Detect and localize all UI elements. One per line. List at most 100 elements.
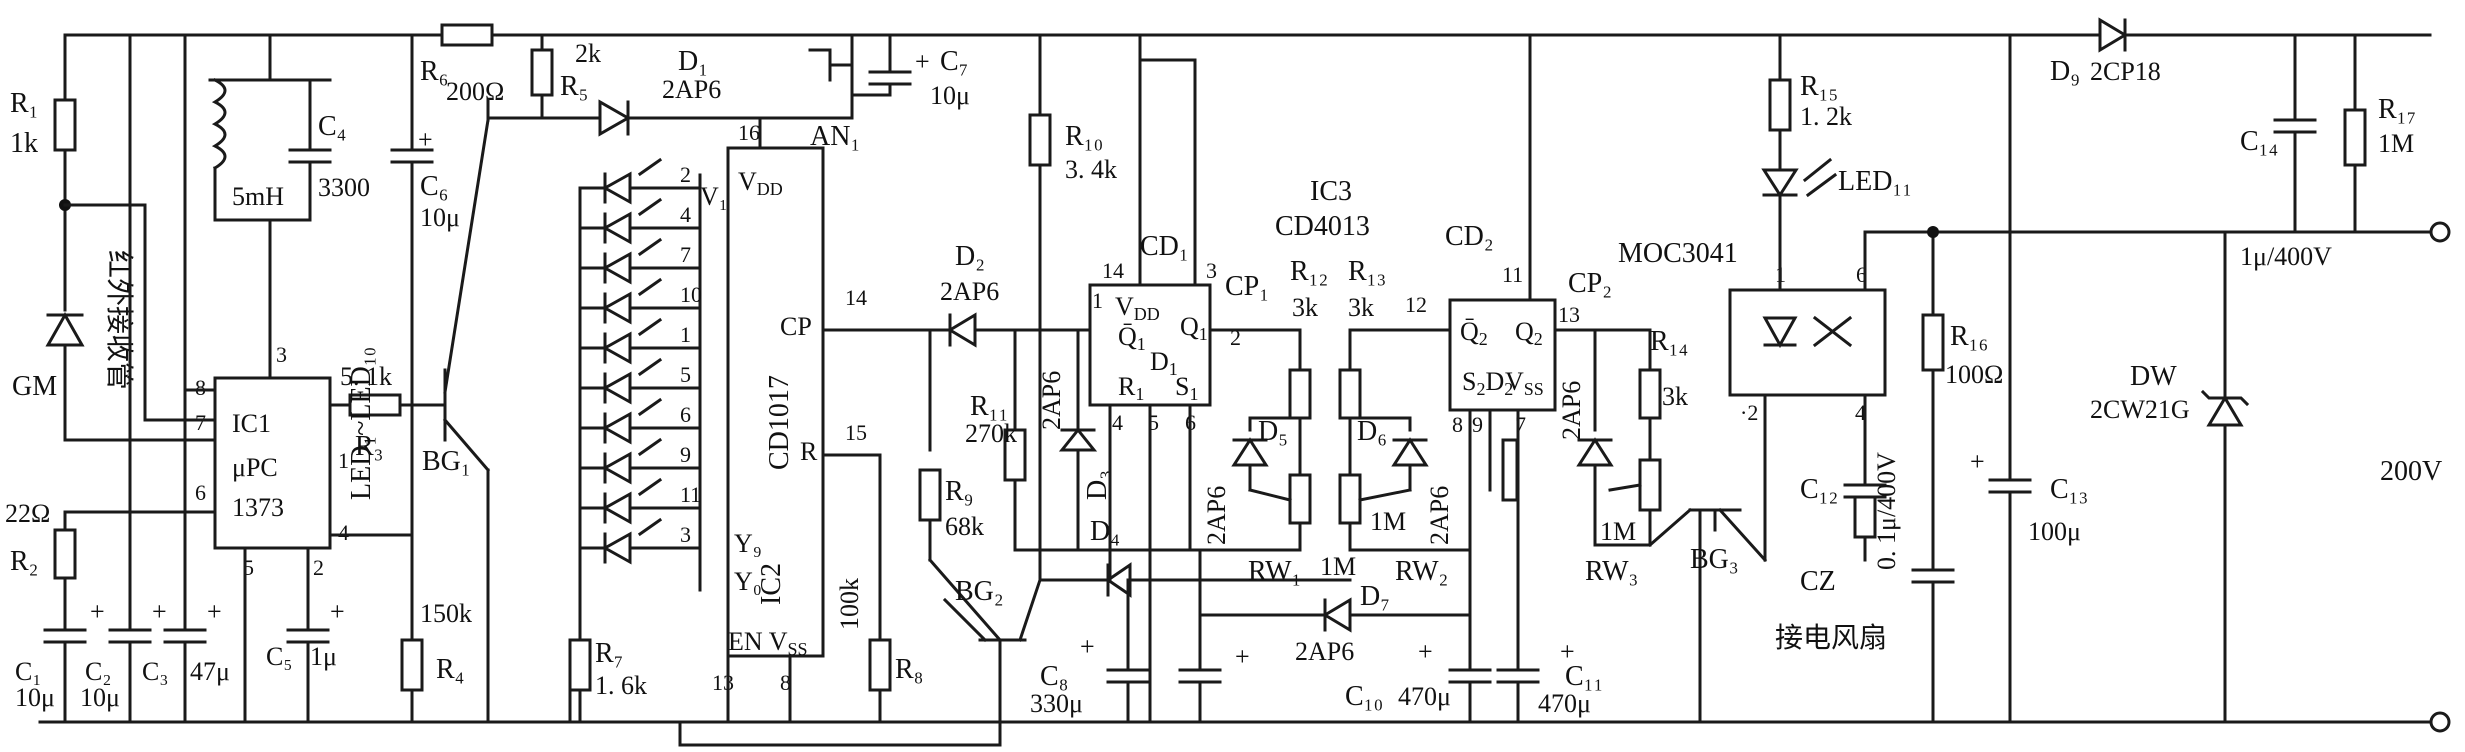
- l1-value: 5mH: [232, 182, 284, 211]
- c1-label: C₁: [15, 657, 41, 686]
- ic3-label: IC3: [1310, 176, 1352, 207]
- plus-c5: +: [330, 597, 345, 626]
- led-row: 9: [578, 437, 702, 485]
- led-pin-label: 1: [680, 322, 691, 347]
- r10-label: R₁₀: [1065, 121, 1103, 152]
- d6-label: D₆: [1357, 416, 1387, 447]
- d1-value: 2AP6: [662, 75, 721, 104]
- cd2-s2d2: S2D2: [1462, 367, 1513, 399]
- ic1-model-a: μPC: [232, 453, 278, 482]
- r4-resistor: [400, 638, 424, 692]
- moc-label: MOC3041: [1618, 238, 1738, 269]
- bg2-label: BG₂: [955, 576, 1004, 607]
- r6-resistor: [440, 23, 494, 47]
- terminal-bottom: [2429, 711, 2451, 733]
- ic1-pin4: 4: [338, 520, 349, 545]
- led-row: 4: [578, 197, 702, 245]
- r5-resistor: [530, 48, 554, 97]
- led-row: 1: [578, 317, 702, 365]
- d4-label: D₄: [1090, 516, 1120, 547]
- r15-resistor: [1768, 78, 1792, 132]
- led-pin-label: 11: [680, 482, 701, 507]
- gm-ir-receiver: [45, 311, 85, 347]
- r4-value: 150k: [420, 599, 472, 628]
- d7-label: D₇: [1360, 581, 1390, 612]
- d6-value: 2AP6: [1425, 486, 1454, 545]
- led-diode: [601, 531, 632, 565]
- r3-value: 5. 1k: [340, 362, 392, 391]
- c6-value: 10μ: [420, 203, 460, 232]
- led-diode: [601, 251, 632, 285]
- d2-diode: [947, 312, 977, 348]
- ic2-cp: CP: [780, 312, 812, 341]
- r7-value: 1. 6k: [595, 671, 647, 700]
- c2-label: C₂: [85, 657, 111, 686]
- ic2-pin14: 14: [845, 285, 867, 310]
- r17-value: 1M: [2378, 129, 2414, 158]
- led11-label: LED₁₁: [1838, 166, 1912, 197]
- r15-value: 1. 2k: [1800, 102, 1852, 131]
- c10-label: C₁₀: [1345, 681, 1383, 712]
- led-row: 10: [578, 277, 702, 325]
- fan-label: 接电风扇: [1775, 621, 1887, 654]
- r17-label: R₁₇: [2378, 94, 2416, 125]
- d9-diode: [2098, 17, 2128, 53]
- led-diode: [601, 171, 632, 205]
- l1-inductor: [211, 77, 227, 171]
- bg1-label: BG₁: [422, 446, 471, 477]
- gm-label: GM: [12, 371, 57, 402]
- c3-label: C₃: [142, 657, 168, 686]
- led-diode: [601, 411, 632, 445]
- ic1-pin1: 1: [338, 448, 349, 473]
- led-row: 3: [578, 517, 702, 565]
- voltage-label: 200V: [2380, 456, 2442, 487]
- c8-value: 330μ: [1030, 689, 1083, 718]
- led-diode: [601, 211, 632, 245]
- cd1-pin5: 5: [1148, 410, 1159, 435]
- d3-label: D₃: [1082, 470, 1113, 500]
- d6-diode: [1391, 437, 1429, 467]
- r5-label: R₅: [560, 71, 588, 102]
- r13-value: 3k: [1348, 293, 1374, 322]
- moc-pin2: ·2: [1740, 400, 1758, 425]
- rw2-pot: [1338, 473, 1362, 525]
- r12-resistor: [1288, 368, 1312, 420]
- r2-value: 22Ω: [5, 499, 50, 528]
- led-diode: [601, 491, 632, 525]
- dw-label: DW: [2130, 361, 2177, 392]
- rw2-value: 1M: [1370, 507, 1406, 536]
- r1-label: R₁: [10, 88, 38, 119]
- d2-label: D₂: [955, 241, 985, 272]
- cd2-pin8: 8: [1452, 412, 1463, 437]
- led-pin-label: 3: [680, 522, 691, 547]
- d7-value: 2AP6: [1295, 637, 1354, 666]
- plus-c10: +: [1418, 637, 1433, 666]
- d3-diode: [1058, 427, 1098, 452]
- cd2-pin13: 13: [1558, 302, 1580, 327]
- dw-value: 2CW21G: [2090, 395, 2190, 424]
- r7-resistor: [568, 638, 592, 692]
- ic1-model-b: 1373: [232, 493, 284, 522]
- moc-pin6: 6: [1856, 262, 1867, 287]
- c6-label: C₆: [420, 171, 448, 202]
- ic1-pin3: 3: [276, 342, 287, 367]
- ic1-pin5: 5: [243, 555, 254, 580]
- r2-label: R₂: [10, 546, 38, 577]
- led-pin-label: 7: [680, 242, 691, 267]
- c10-value: 470μ: [1398, 682, 1451, 711]
- r16-resistor: [1921, 313, 1945, 372]
- led-diode: [601, 371, 632, 405]
- plus-c7: +: [915, 47, 930, 76]
- cd2-internal-link: [1501, 438, 1519, 502]
- ic3-cd1-flipflop: [1088, 283, 1212, 407]
- ic3-model: CD4013: [1275, 211, 1370, 242]
- moc3041-optocoupler: [1728, 288, 1887, 397]
- c4-value: 3300: [318, 173, 370, 202]
- c7-value: 10μ: [930, 81, 970, 110]
- rw2-label: RW₂: [1395, 556, 1448, 587]
- led11: [1761, 168, 1799, 198]
- r1-resistor: [53, 98, 77, 152]
- cd1-pin4: 4: [1112, 410, 1123, 435]
- ic2-v1: V₁: [700, 182, 728, 211]
